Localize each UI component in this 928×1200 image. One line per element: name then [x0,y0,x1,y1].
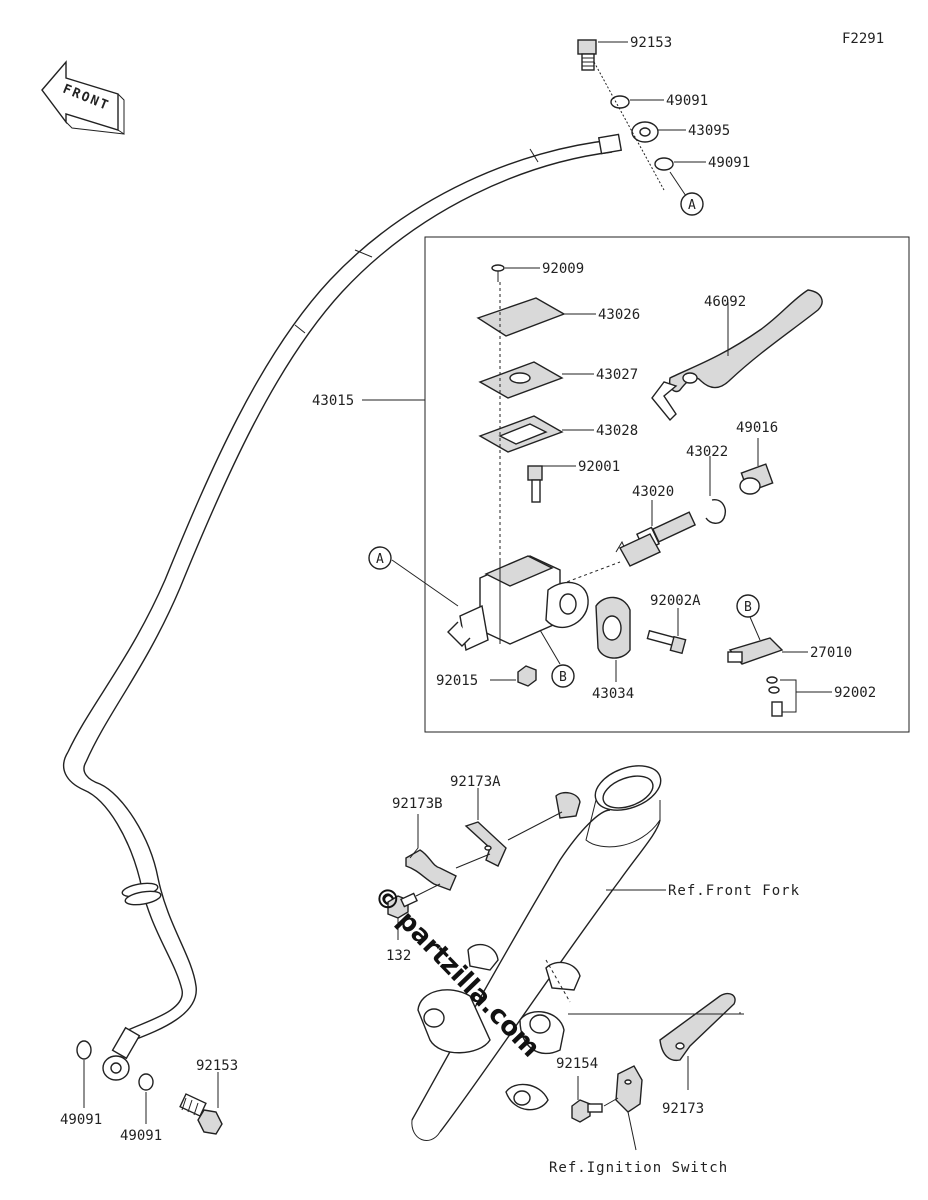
callout-92154: 92154 [556,1056,598,1072]
callout-49091-c: 49091 [60,1112,102,1128]
marker-b-left [551,664,575,688]
callout-92001: 92001 [578,459,620,475]
callout-46092: 46092 [704,294,746,310]
handlebar-clamp-43034 [595,596,631,659]
marker-b-right [736,594,760,618]
ref-front-fork: Ref.Front Fork [668,883,800,899]
callout-43028: 43028 [596,423,638,439]
callout-43015: 43015 [312,393,354,409]
reservoir-cap-43026 [476,297,566,337]
callout-43027: 43027 [596,367,638,383]
lower-banjo-bolt-92153 [179,1093,223,1135]
callout-49091-a: 49091 [666,93,708,109]
callout-43034: 43034 [592,686,634,702]
ref-ignition-switch: Ref.Ignition Switch [549,1160,728,1176]
callout-49091-b: 49091 [708,155,750,171]
bolt-92001 [527,465,543,503]
clamp-92173A [464,821,507,867]
callout-49016: 49016 [736,420,778,436]
piston-assembly-43020 [615,511,697,567]
marker-a-top-label: A [688,198,696,213]
washer-49091-bottom-left [76,1040,92,1060]
callout-43026: 43026 [598,307,640,323]
bolt-92002A [646,629,687,655]
callout-43095: 43095 [688,123,730,139]
marker-b-left-label: B [559,670,567,685]
washer-49091-lower [654,157,674,171]
master-cylinder-box [424,236,910,733]
switch-bracket [615,1065,643,1113]
clamp-92173B [405,849,457,891]
top-banjo-bolt-92153 [577,39,597,71]
marker-a-left-label: A [376,552,384,567]
bracket-92173 [659,992,736,1062]
callout-43020: 43020 [632,484,674,500]
marker-a-left [368,546,392,570]
callout-49091-d: 49091 [120,1128,162,1144]
callout-92002: 92002 [834,685,876,701]
nut-92015 [517,665,537,687]
screws-92002 [766,676,783,717]
callout-92153-bottom: 92153 [196,1058,238,1074]
brake-light-switch-27010 [727,637,784,665]
marker-a-top [680,192,704,216]
bolt-92154 [571,1099,603,1123]
callout-132: 132 [386,948,411,964]
callout-92153-top: 92153 [630,35,672,51]
marker-b-right-label: B [744,600,752,615]
callout-27010: 27010 [810,645,852,661]
front-arrow-icon: FRONT [41,60,125,135]
master-cylinder-body [447,555,589,652]
bolt-132 [387,892,418,919]
washer-49091-bottom-right [138,1073,154,1091]
brake-hose [63,133,623,1041]
callout-43022: 43022 [686,444,728,460]
bushing-49016 [739,463,774,495]
brake-lever-46092 [651,289,823,422]
callout-92002A: 92002A [650,593,701,609]
callout-92009: 92009 [542,261,584,277]
circlip-43022 [705,499,726,524]
figure-code: F2291 [842,31,884,47]
screw-92009 [491,264,505,282]
front-fork-tube [411,765,662,1142]
callout-92173B: 92173B [392,796,443,812]
callout-92173A: 92173A [450,774,501,790]
washer-49091-top [610,95,630,109]
callout-92173: 92173 [662,1101,704,1117]
lower-banjo-fitting [102,1026,141,1081]
callout-92015: 92015 [436,673,478,689]
banjo-fitting-43095 [631,121,659,143]
